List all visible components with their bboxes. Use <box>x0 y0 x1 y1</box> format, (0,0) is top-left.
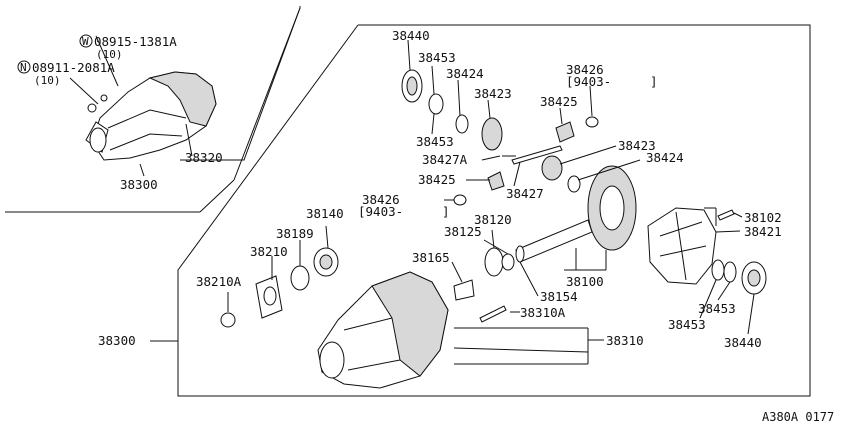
label-38140: 38140 <box>306 206 344 221</box>
label-38426-a-close: ] <box>650 74 658 89</box>
label-38189: 38189 <box>276 226 314 241</box>
frame-lines <box>5 6 811 397</box>
label-38424-b: 38424 <box>646 150 684 165</box>
label-38300-inset: 38300 <box>120 177 158 192</box>
label-38154: 38154 <box>540 289 578 304</box>
label-38426-b-note: [9403- <box>358 204 403 219</box>
label-38165: 38165 <box>412 250 450 265</box>
label-38427a: 38427A <box>422 152 468 167</box>
label-38300-main: 38300 <box>98 333 136 348</box>
inset-carrier-assembly <box>69 35 217 177</box>
label-38453-a: 38453 <box>418 50 456 65</box>
label-38125: 38125 <box>444 224 482 239</box>
label-08911-2081a: 08911-2081A <box>32 60 115 75</box>
label-38210: 38210 <box>250 244 288 259</box>
label-nut-qty: (10) <box>34 74 61 87</box>
label-38425-b: 38425 <box>418 172 456 187</box>
label-38423-b: 38423 <box>618 138 656 153</box>
label-38102: 38102 <box>744 210 782 225</box>
nut-code-text: N <box>20 61 27 74</box>
figure-code: A380A 0177 <box>762 410 834 424</box>
label-38421: 38421 <box>744 224 782 239</box>
label-38426-b: 38426 <box>362 192 400 207</box>
label-38210a: 38210A <box>196 274 242 289</box>
label-38453-d: 38453 <box>668 317 706 332</box>
label-38310: 38310 <box>606 333 644 348</box>
label-38426-b-close: ] <box>442 204 450 219</box>
washer-code-text: W <box>82 35 89 48</box>
label-38426-a-note: [9403- <box>566 74 611 89</box>
label-38427: 38427 <box>506 186 544 201</box>
label-08915-1381a: 08915-1381A <box>94 34 177 49</box>
label-38120: 38120 <box>474 212 512 227</box>
nut-code-badge <box>17 60 31 74</box>
washer-code-badge <box>79 34 93 48</box>
label-38453-c: 38453 <box>698 301 736 316</box>
leader-lines <box>150 39 755 365</box>
label-38310a: 38310A <box>520 305 566 320</box>
main-parts <box>220 69 767 389</box>
label-38440-bottom: 38440 <box>724 335 762 350</box>
label-38423-a: 38423 <box>474 86 512 101</box>
label-washer-qty: (10) <box>96 48 123 61</box>
label-38453-b: 38453 <box>416 134 454 149</box>
label-38425-a: 38425 <box>540 94 578 109</box>
label-38440-top: 38440 <box>392 28 430 43</box>
label-38320: 38320 <box>185 150 223 165</box>
label-38426-a: 38426 <box>566 62 604 77</box>
label-38100: 38100 <box>566 274 604 289</box>
label-38424-a: 38424 <box>446 66 484 81</box>
